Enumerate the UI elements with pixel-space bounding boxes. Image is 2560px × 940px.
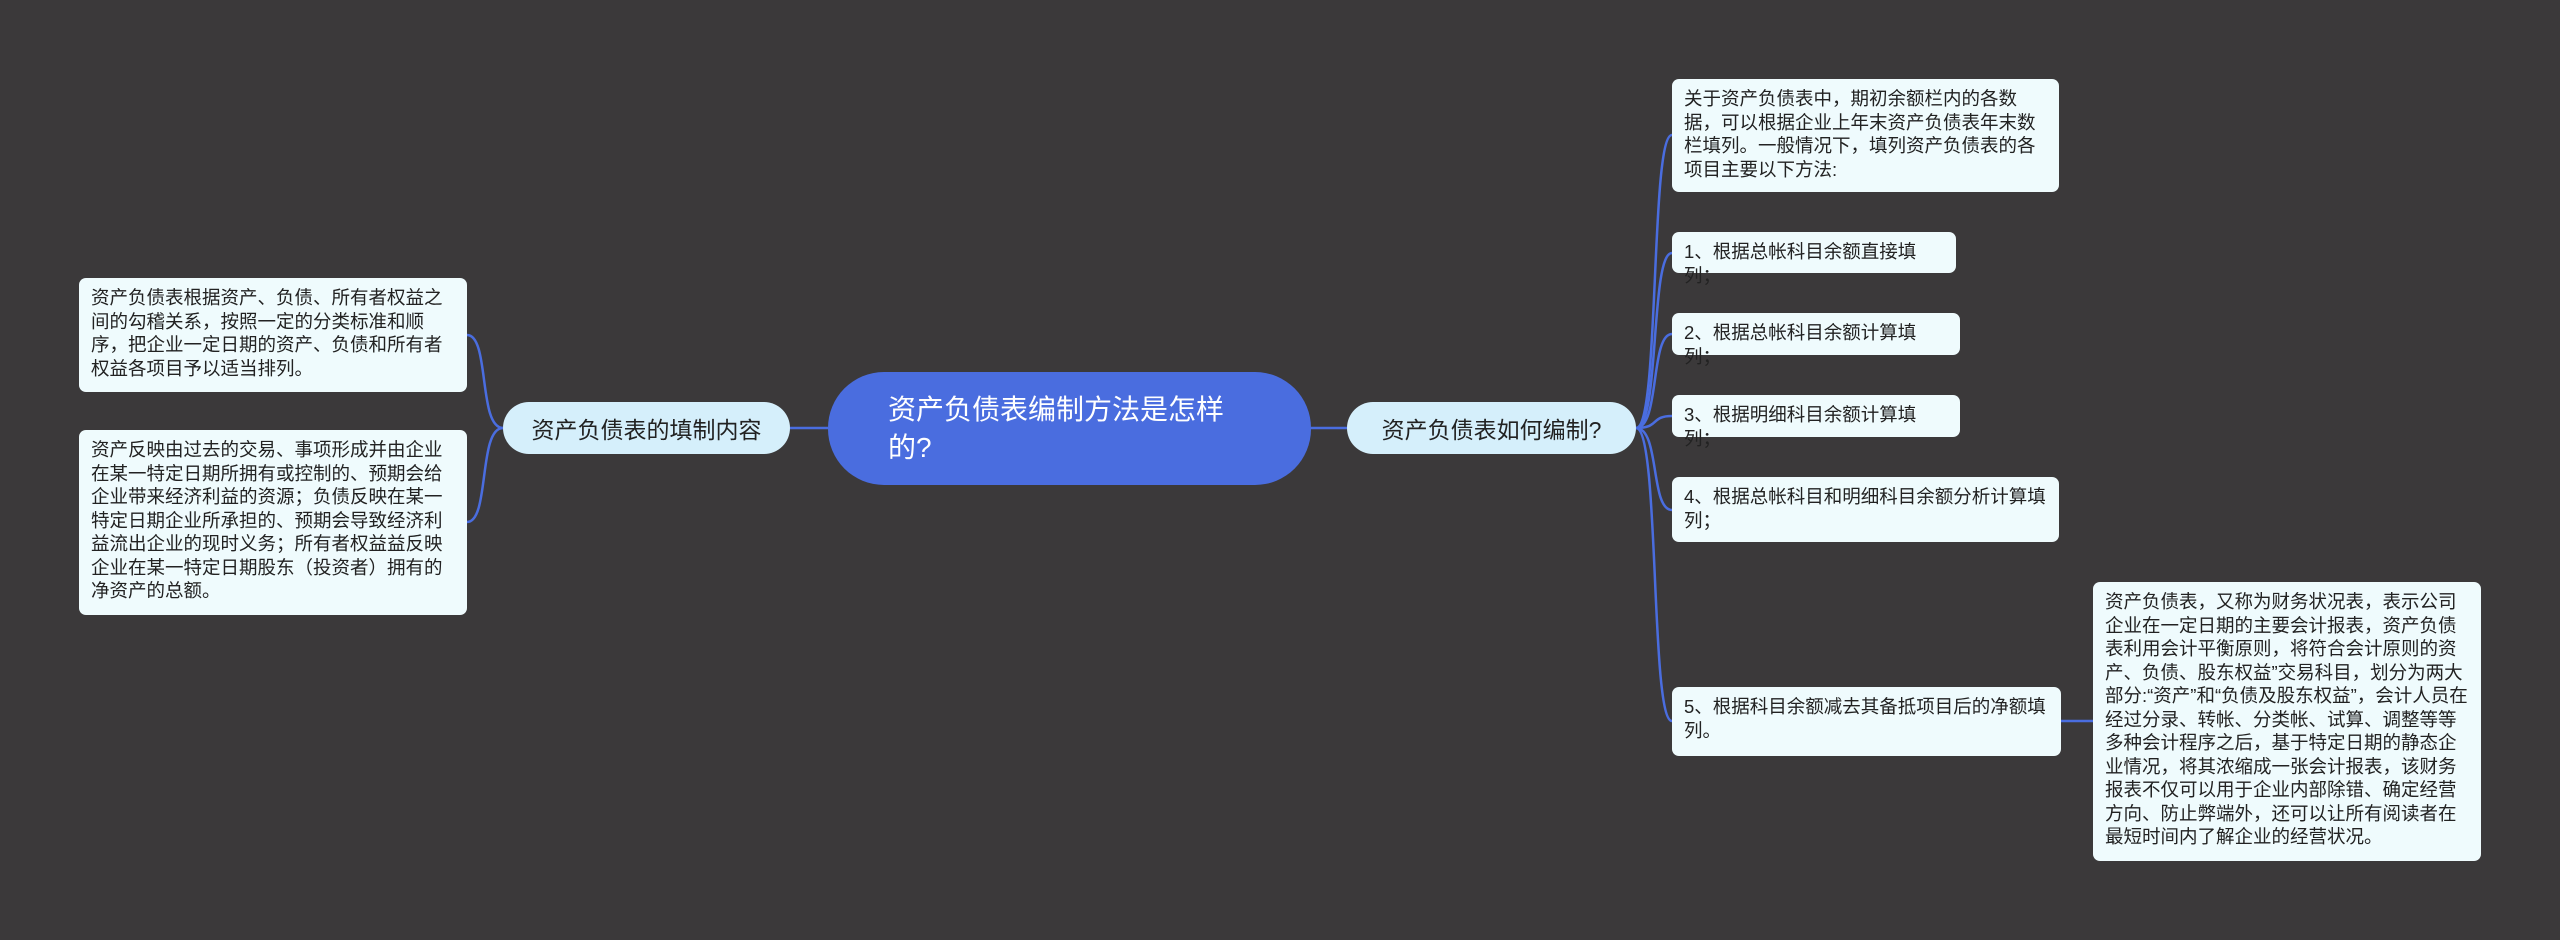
branch-label: 资产负债表如何编制?: [1381, 417, 1602, 443]
leaf-right-method-5[interactable]: 5、根据科目余额减去其备抵项目后的净额填列。: [1672, 687, 2061, 756]
leaf-left-1[interactable]: 资产负债表根据资产、负债、所有者权益之间的勾稽关系，按照一定的分类标准和顺序，把…: [79, 278, 467, 392]
connector-left-leaf-1: [466, 333, 504, 430]
leaf-right-method-2[interactable]: 2、根据总帐科目余额计算填列；: [1672, 313, 1960, 367]
leaf-left-2[interactable]: 资产反映由过去的交易、事项形成并由企业在某一特定日期所拥有或控制的、预期会给企业…: [79, 430, 467, 615]
connector-left-leaf-2: [466, 426, 504, 524]
branch-how-to-compile[interactable]: 资产负债表如何编制?: [1347, 402, 1636, 454]
connector-right-leaf-4: [1635, 414, 1673, 430]
connector-right-leaf-1: [1635, 133, 1673, 430]
sub-leaf-definition[interactable]: 资产负债表，又称为财务状况表，表示公司企业在一定日期的主要会计报表，资产负债表利…: [2093, 582, 2481, 861]
connector-right-leaf-6: [1635, 426, 1673, 723]
branch-label: 资产负债表的填制内容: [531, 417, 762, 443]
leaf-right-intro[interactable]: 关于资产负债表中，期初余额栏内的各数据，可以根据企业上年末资产负债表年末数栏填列…: [1672, 79, 2059, 192]
connector-right-leaf-2: [1635, 251, 1673, 430]
connector-right-leaf-3: [1635, 332, 1673, 430]
central-topic[interactable]: 资产负债表编制方法是怎样的?: [828, 372, 1311, 485]
leaf-right-method-4[interactable]: 4、根据总帐科目和明细科目余额分析计算填列；: [1672, 477, 2059, 542]
leaf-right-method-1[interactable]: 1、根据总帐科目余额直接填列；: [1672, 232, 1956, 286]
branch-fill-content[interactable]: 资产负债表的填制内容: [503, 402, 790, 454]
central-topic-label: 资产负债表编制方法是怎样的?: [888, 393, 1225, 463]
connector-right-leaf-5: [1635, 426, 1673, 512]
leaf-right-method-3[interactable]: 3、根据明细科目余额计算填列；: [1672, 395, 1960, 449]
